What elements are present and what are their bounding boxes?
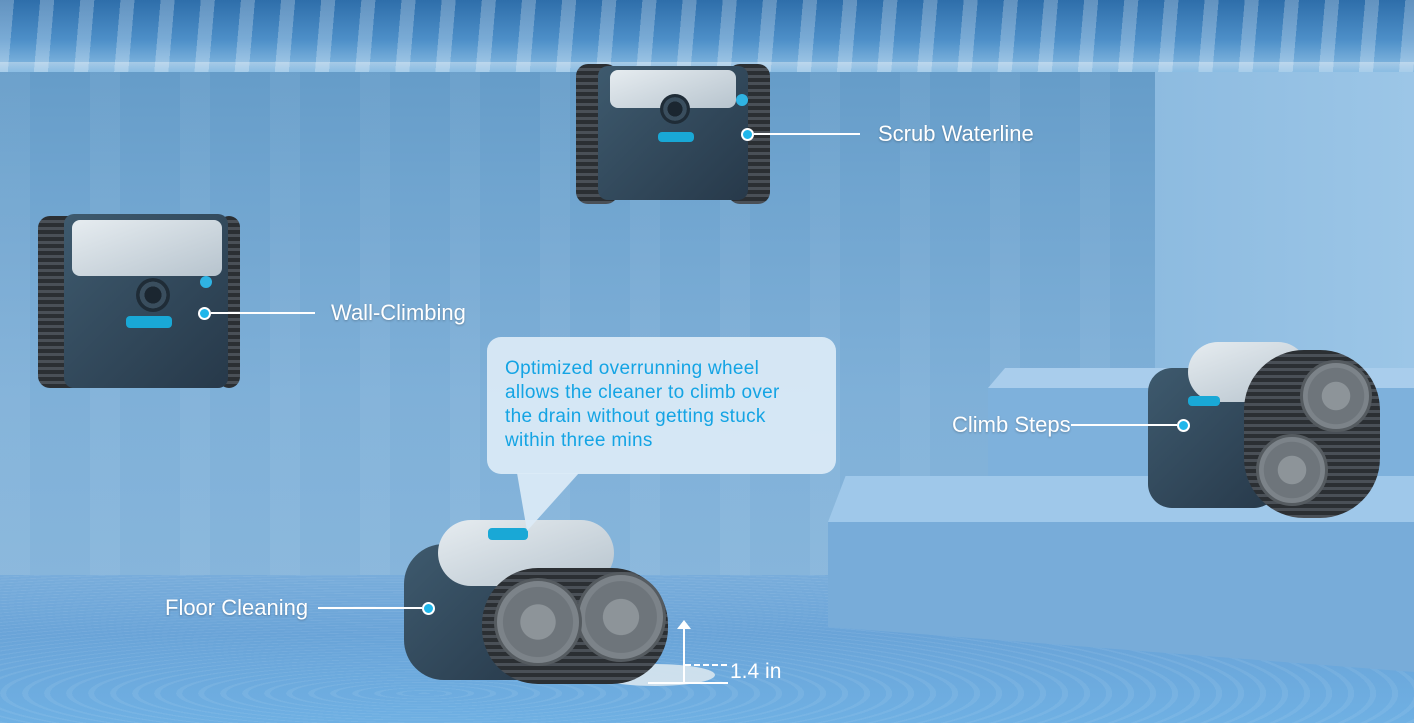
rear-wheel-icon [494,578,582,666]
climb-steps-robot [1148,338,1380,520]
handle [488,528,528,540]
status-led-icon [200,276,212,288]
handle [1188,396,1220,406]
callout-line [211,312,315,314]
water-surface [0,0,1414,72]
callout-dot [198,306,211,320]
callout-line [1070,424,1177,426]
height-measurement: 1.4 in [648,620,790,685]
measure-dashed-line [685,664,727,666]
wall-climbing-robot [38,212,240,390]
vent-icon [660,94,690,124]
callout-wall-climbing: Wall-Climbing [198,300,466,326]
callout-line [318,607,423,609]
status-led-icon [736,94,748,106]
callout-floor-cleaning: Floor Cleaning [165,595,436,621]
bubble-text: Optimized overrunning wheel allows the c… [505,358,780,451]
vent-icon [136,278,170,312]
handle [658,132,694,142]
front-wheel-icon [576,572,666,662]
callout-label: Wall-Climbing [331,300,466,325]
feature-bubble: Optimized overrunning wheel allows the c… [487,337,836,531]
callout-label: Scrub Waterline [878,121,1034,146]
front-wheel-icon [1300,360,1372,432]
callout-climb-steps: Climb Steps [952,412,1190,438]
side-wall [1155,72,1414,372]
robot-shell [72,220,222,276]
scrub-waterline-robot [576,64,770,204]
floor-cleaning-robot [398,514,668,684]
callout-label: Climb Steps [952,412,1071,437]
callout-label: Floor Cleaning [165,595,309,620]
rear-wheel-icon [1256,434,1328,506]
callout-line [754,133,860,135]
up-arrow-icon [677,620,691,629]
callout-dot [741,127,754,141]
measure-base-line [648,682,728,684]
callout-dot [422,601,436,615]
handle [126,316,172,328]
measure-label: 1.4 in [730,660,782,683]
callout-scrub-waterline: Scrub Waterline [741,121,1034,147]
measure-vertical-line [683,626,685,684]
callout-dot [1176,418,1190,432]
